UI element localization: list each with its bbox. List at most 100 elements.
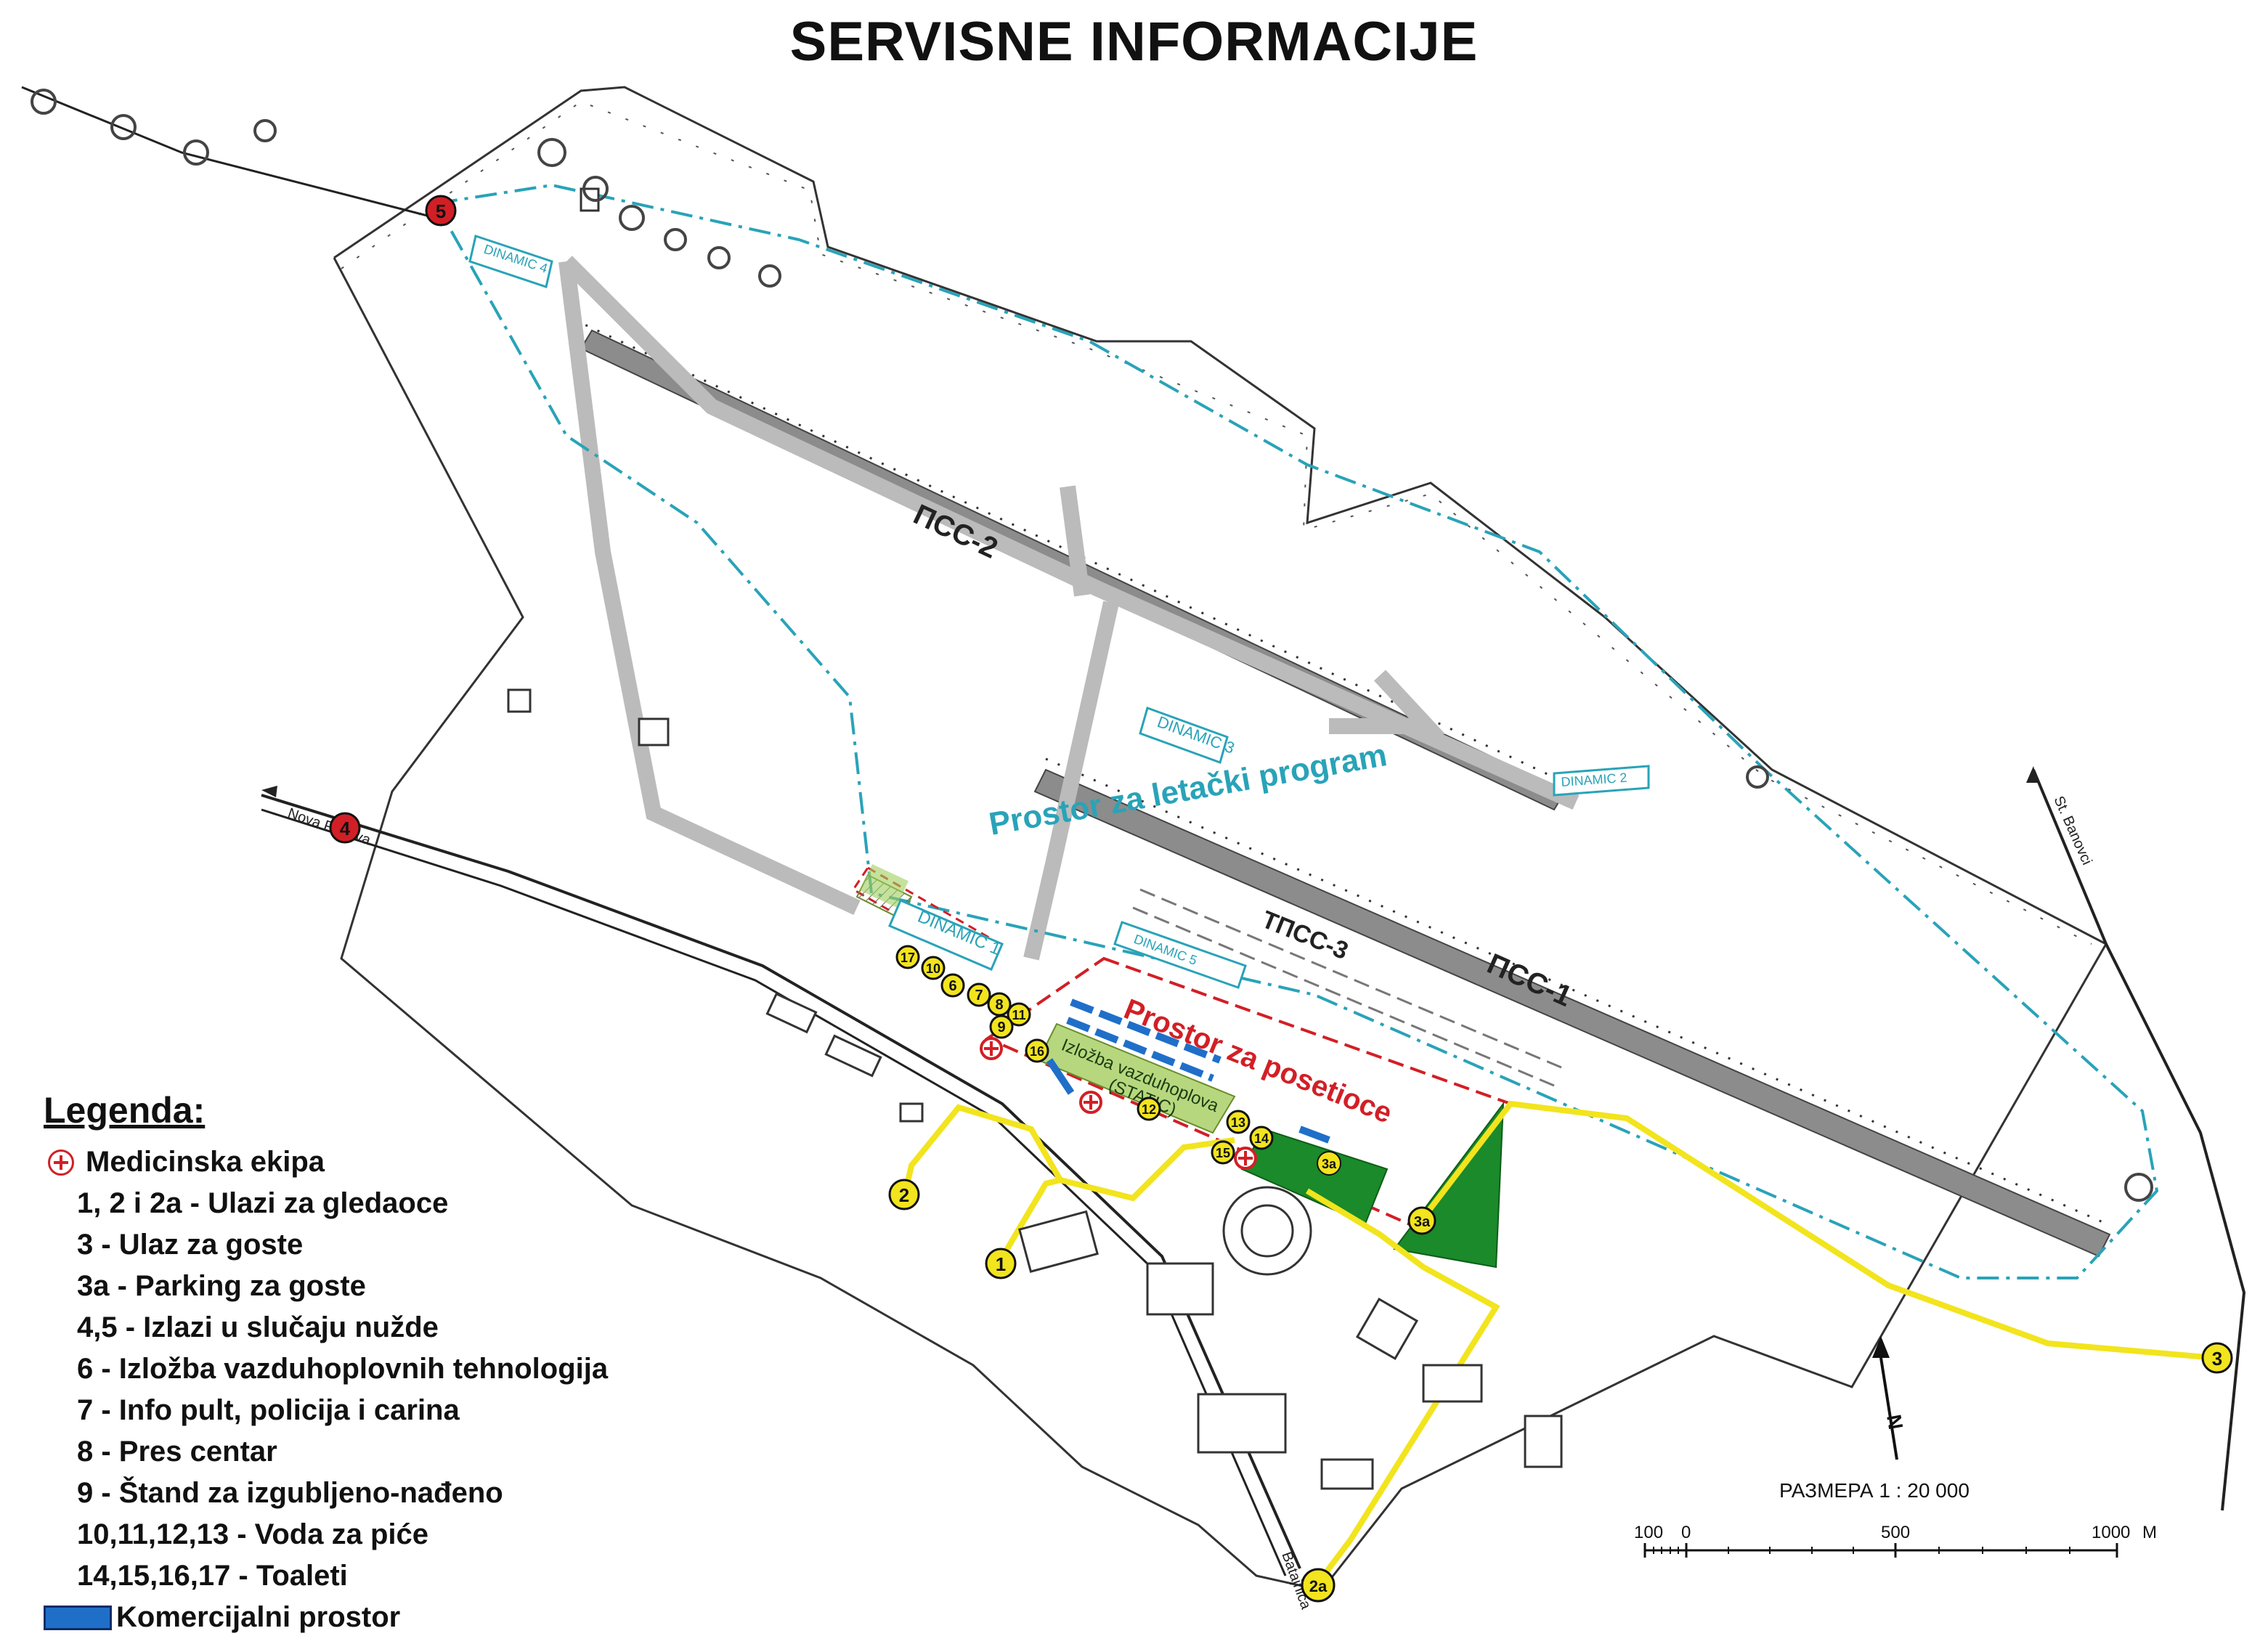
- runway-pss-1-lights: [1045, 757, 2107, 1225]
- perimeter-fence: [333, 86, 2108, 1592]
- service-marker-10: 10: [921, 956, 946, 980]
- parking-marker-3a-label: 3a: [1414, 1214, 1431, 1230]
- scale-tick-100: 100: [1634, 1523, 1663, 1542]
- page-title: SERVISNE INFORMACIJE: [789, 11, 1479, 73]
- service-marker-8: 8: [987, 992, 1012, 1017]
- service-marker-7: 7: [967, 982, 991, 1007]
- service-marker-8-label: 8: [995, 997, 1003, 1013]
- service-marker-6: 6: [940, 973, 965, 998]
- scale-tick-500: 500: [1881, 1523, 1910, 1542]
- legend-item-info-desk-label: 7 - Info pult, policija i carina: [77, 1394, 460, 1426]
- service-marker-15-label: 15: [1216, 1146, 1230, 1160]
- entry-marker-2: 2: [888, 1179, 920, 1210]
- taxiway-ptss3-track-2: [1132, 906, 1555, 1087]
- scale-tick-0: 0: [1681, 1523, 1691, 1542]
- path-entry-2: [901, 1104, 1063, 1199]
- service-marker-14-label: 14: [1254, 1131, 1269, 1146]
- commercial-strip-2: [1066, 1017, 1214, 1082]
- north-label: N: [1882, 1413, 1907, 1431]
- service-marker-14: 14: [1249, 1126, 1274, 1150]
- scale-bar-graphic: РАЗМЕРА 1 : 20 000 100 0 500 1000 M: [1634, 1479, 2157, 1558]
- legend-item-toilets: 14,15,16,17 - Toaleti: [44, 1555, 596, 1597]
- service-marker-12: 12: [1137, 1096, 1161, 1121]
- exit-marker-4-label: 4: [340, 818, 351, 839]
- legend-item-info-desk: 7 - Info pult, policija i carina: [44, 1390, 596, 1431]
- service-marker-13-label: 13: [1231, 1115, 1245, 1130]
- taxiway-connector-c: [1329, 670, 1446, 734]
- service-marker-10-label: 10: [926, 961, 940, 976]
- scale-unit: M: [2142, 1523, 2157, 1542]
- parking-label-3a: 3a: [1317, 1151, 1341, 1176]
- dispersal-loops: [31, 89, 2153, 1202]
- flight-zone-boundary: [434, 183, 2159, 1279]
- legend-item-toilets-label: 14,15,16,17 - Toaleti: [77, 1560, 348, 1592]
- medical-cross-icon: [1234, 1147, 1257, 1170]
- commercial-strip-1: [1070, 998, 1222, 1064]
- tech-expo-fill: [860, 864, 909, 908]
- road-st-banovci-label: St. Banovci: [2050, 794, 2094, 867]
- legend: Legenda: Medicinska ekipa 1, 2 i 2a - Ul…: [44, 1089, 608, 1638]
- service-marker-16-label: 16: [1030, 1044, 1044, 1059]
- scale-title: РАЗМЕРА 1 : 20 000: [1779, 1479, 1970, 1502]
- legend-item-guest-entry-label: 3 - Ulaz za goste: [77, 1229, 304, 1261]
- legend-item-commercial: Komercijalni prostor: [44, 1597, 596, 1638]
- taxiway-tpss-3: [561, 256, 1580, 810]
- parking-label-3a-text: 3a: [1322, 1157, 1337, 1171]
- legend-item-emergency-exits: 4,5 - Izlazi u slučaju nužde: [44, 1307, 596, 1348]
- service-marker-13: 13: [1226, 1110, 1251, 1134]
- dynamic-1-box: [888, 899, 1004, 971]
- entry-marker-1: 1: [985, 1248, 1017, 1279]
- north-arrow-shaft: [1879, 1357, 1898, 1460]
- legend-item-press: 8 - Pres centar: [44, 1431, 596, 1473]
- legend-item-emergency-exits-label: 4,5 - Izlazi u slučaju nužde: [77, 1311, 439, 1343]
- road-nova-pazova-2: [261, 808, 1287, 1576]
- service-marker-12-label: 12: [1142, 1102, 1156, 1117]
- service-marker-11-label: 11: [1012, 1008, 1025, 1022]
- exit-marker-5-label: 5: [436, 200, 446, 222]
- taxiway-connector-a: [1023, 601, 1119, 961]
- legend-item-entries: 1, 2 i 2a - Ulazi za gledaoce: [44, 1183, 596, 1224]
- medical-cross-icon: [980, 1037, 1003, 1060]
- legend-title: Legenda:: [44, 1090, 206, 1131]
- road-arrow-icon: [261, 786, 277, 797]
- dynamic-4-box: [468, 235, 553, 288]
- service-marker-7-label: 7: [975, 988, 983, 1004]
- legend-item-guest-entry: 3 - Ulaz za goste: [44, 1224, 596, 1266]
- legend-item-press-label: 8 - Pres centar: [77, 1436, 277, 1468]
- north-arrow-icon: [1872, 1336, 1890, 1358]
- commercial-strip-3: [1046, 1058, 1075, 1095]
- legend-item-water: 10,11,12,13 - Voda za piće: [44, 1514, 596, 1555]
- taxiway-connector-b: [1060, 485, 1090, 597]
- legend-item-guest-parking: 3a - Parking za goste: [44, 1266, 596, 1307]
- entry-marker-3-label: 3: [2212, 1348, 2222, 1370]
- legend-item-medical-label: Medicinska ekipa: [86, 1146, 325, 1178]
- scale-tick-1000: 1000: [2092, 1523, 2130, 1542]
- entry-marker-2a-label: 2a: [1309, 1577, 1328, 1595]
- commercial-swatch-icon: [44, 1605, 112, 1630]
- dynamic-2-box: [1553, 765, 1650, 797]
- scale-bar: РАЗМЕРА 1 : 20 000 100 0 500 1000 M: [1612, 1474, 2208, 1589]
- service-marker-9-label: 9: [997, 1020, 1005, 1035]
- exit-marker-4: 4: [329, 812, 361, 844]
- path-entry-2a: [1305, 1188, 1500, 1585]
- legend-item-medical: Medicinska ekipa: [44, 1142, 596, 1183]
- entry-marker-2-label: 2: [899, 1184, 909, 1206]
- service-marker-16: 16: [1025, 1038, 1049, 1063]
- service-marker-15: 15: [1211, 1140, 1235, 1165]
- legend-item-lost-found-label: 9 - Štand za izgubljeno-nađeno: [77, 1477, 503, 1509]
- runway-pss-1: [1033, 768, 2111, 1258]
- service-marker-17-label: 17: [901, 951, 915, 965]
- service-marker-9: 9: [989, 1014, 1014, 1039]
- perimeter-fence-inner: [341, 100, 2092, 945]
- taxiway-connector-d: [558, 260, 861, 915]
- road-st-banovci: [2032, 769, 2246, 1511]
- path-entry-1: [996, 1137, 1235, 1266]
- entry-marker-2a: 2a: [1301, 1568, 1336, 1603]
- service-marker-17: 17: [895, 945, 920, 969]
- legend-item-entries-label: 1, 2 i 2a - Ulazi za gledaoce: [77, 1187, 449, 1219]
- exit-marker-5: 5: [425, 195, 457, 227]
- buildings: [507, 187, 1563, 1490]
- medical-cross-icon: [48, 1149, 74, 1176]
- legend-item-tech-expo-label: 6 - Izložba vazduhoplovnih tehnologija: [77, 1353, 609, 1385]
